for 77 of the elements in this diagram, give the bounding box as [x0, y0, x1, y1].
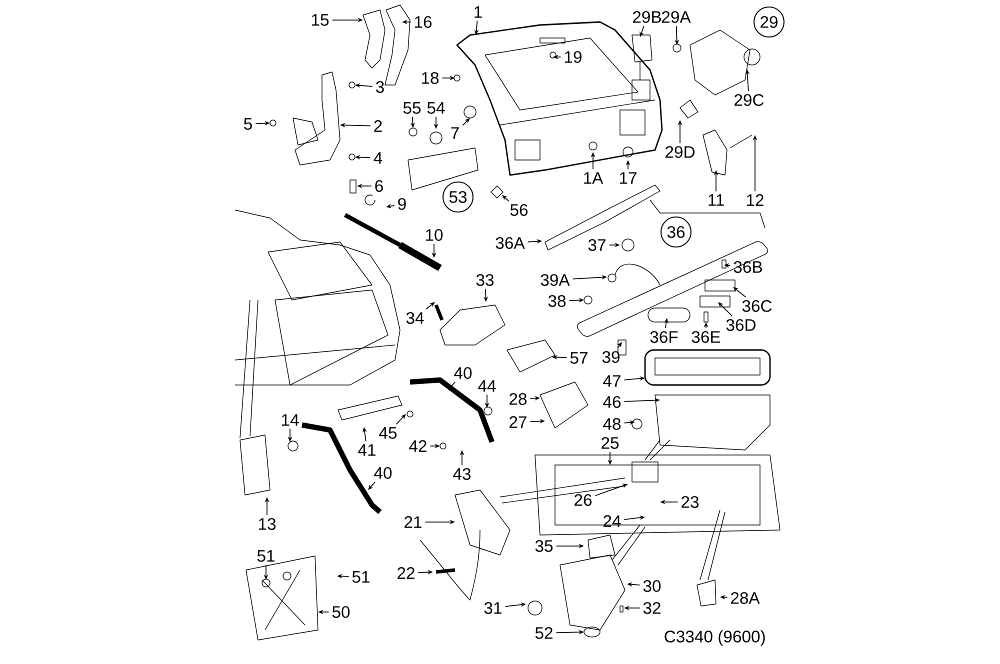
callout-number: 29D — [666, 146, 695, 158]
callout-number: 1 — [474, 6, 482, 18]
callout-number: 12 — [747, 194, 764, 206]
callout-number: 40 — [374, 467, 392, 479]
drawing-code: C3340 (9600) — [664, 630, 765, 646]
callout-number: 52 — [535, 627, 552, 639]
callout-number: 29B — [632, 11, 661, 23]
callout-number: 15 — [312, 14, 329, 26]
callout-number: 22 — [398, 567, 414, 579]
circled-callout-number: 36 — [660, 216, 692, 248]
callout-number: 19 — [565, 51, 582, 63]
callout-number: 46 — [603, 396, 621, 408]
callout-number: 13 — [259, 518, 276, 530]
callout-number: 26 — [574, 494, 592, 506]
callout-number: 50 — [332, 606, 350, 618]
callout-number: 54 — [427, 102, 445, 114]
callout-number: 3 — [376, 81, 384, 93]
leader-line — [502, 195, 510, 202]
callout-number: 44 — [478, 380, 496, 392]
callout-number: 41 — [358, 444, 376, 456]
callout-number: 6 — [375, 180, 383, 192]
callout-number: 48 — [603, 418, 621, 430]
callout-number: 25 — [602, 437, 619, 449]
callout-number: 28A — [730, 592, 760, 604]
callout-number: 9 — [398, 198, 406, 210]
callout-number: 37 — [588, 239, 606, 251]
callout-number: 36B — [734, 261, 762, 273]
callout-number: 51 — [257, 550, 274, 562]
leader-line — [733, 287, 746, 298]
callout-number: 47 — [603, 375, 620, 387]
leader-line — [396, 414, 406, 425]
callout-number: 36F — [650, 331, 678, 343]
callout-number: 16 — [415, 16, 432, 28]
callout-number: 30 — [643, 580, 661, 592]
callout-number: 36E — [692, 331, 720, 343]
leader-line — [718, 302, 733, 317]
callout-number: 34 — [406, 312, 424, 324]
callout-number: 39 — [602, 351, 620, 363]
callout-number: 36C — [742, 300, 772, 312]
callout-number: 23 — [682, 496, 699, 508]
callout-number: 45 — [379, 427, 397, 439]
callout-number: 29A — [662, 11, 691, 23]
leader-line — [426, 302, 435, 310]
callout-number: 11 — [708, 194, 724, 206]
callout-number: 1A — [584, 172, 604, 184]
callout-number: 55 — [403, 102, 421, 114]
callout-number: 57 — [570, 352, 588, 364]
callout-number: 2 — [374, 120, 382, 132]
callout-number: 21 — [404, 516, 422, 528]
callout-number: 36A — [496, 237, 525, 249]
callout-number: 40 — [454, 367, 472, 379]
callout-number: 42 — [409, 440, 426, 452]
callout-number: 10 — [426, 229, 443, 241]
callout-number: 17 — [620, 172, 636, 184]
callout-number: 38 — [548, 295, 566, 307]
callout-number: 31 — [484, 602, 502, 614]
callout-number: 36D — [726, 319, 756, 331]
callout-number: 27 — [510, 416, 526, 428]
callout-number: 7 — [451, 127, 459, 139]
callout-number: 5 — [244, 118, 252, 130]
callout-number: 43 — [453, 468, 471, 480]
callout-number: 32 — [643, 602, 660, 614]
callout-number: 33 — [476, 274, 494, 286]
leader-line — [462, 118, 470, 126]
callout-number: 35 — [535, 540, 553, 552]
callout-number: 18 — [422, 72, 439, 84]
callout-number: 28 — [510, 393, 527, 405]
circled-callout-number: 53 — [442, 181, 474, 213]
callout-number: 29C — [734, 94, 764, 106]
callout-number: 24 — [604, 515, 621, 527]
callout-number: 56 — [510, 204, 528, 216]
callout-number: 14 — [282, 414, 299, 426]
callout-number: 39A — [540, 274, 570, 286]
circled-callout-number: 29 — [753, 6, 785, 38]
callout-number: 4 — [374, 152, 382, 164]
callout-number: 51 — [352, 571, 370, 583]
leader-line — [368, 481, 376, 490]
